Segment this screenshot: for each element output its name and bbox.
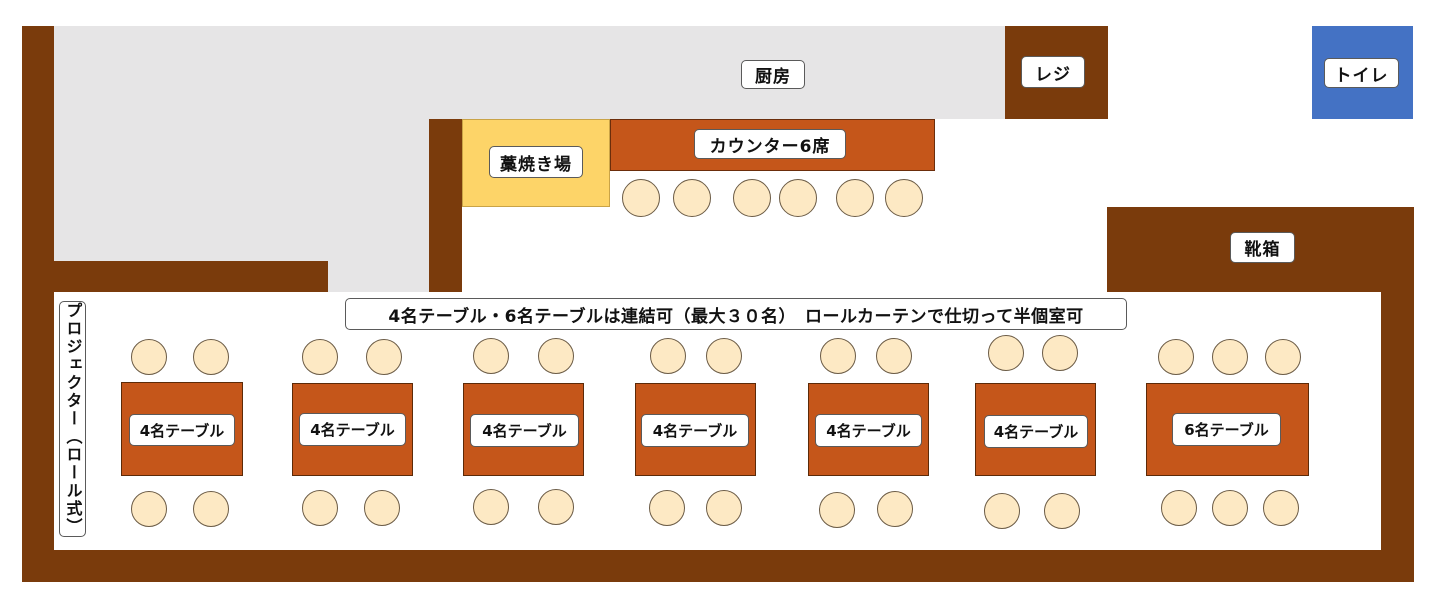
table-label: 4名テーブル — [641, 414, 749, 447]
table-seat — [877, 491, 913, 527]
table-seat — [473, 338, 509, 374]
table-seat — [1044, 493, 1080, 529]
table-seat — [131, 339, 167, 375]
counter-seat — [836, 179, 874, 217]
kitchen-area-corner — [328, 261, 429, 292]
notice-banner: 4名テーブル・6名テーブルは連結可（最大３０名） ロールカーテンで仕切って半個室… — [345, 298, 1127, 330]
table-label: 4名テーブル — [815, 414, 922, 447]
table-seat — [1263, 490, 1299, 526]
table-seat — [988, 335, 1024, 371]
table-seat — [302, 339, 338, 375]
counter-label: カウンター6席 — [694, 129, 846, 159]
table-seat — [1212, 339, 1248, 375]
table-seat — [819, 492, 855, 528]
table-seat — [131, 491, 167, 527]
counter-seat — [622, 179, 660, 217]
counter-seat — [885, 179, 923, 217]
wall-left — [22, 26, 54, 582]
table-seat — [366, 339, 402, 375]
table-seat — [820, 338, 856, 374]
wall-bottom — [22, 550, 1414, 582]
table-seat — [876, 338, 912, 374]
table-label: 4名テーブル — [129, 414, 235, 446]
table-seat — [473, 489, 509, 525]
counter-seat — [673, 179, 711, 217]
wall-kitchen-divider — [429, 119, 462, 292]
grill-label: 藁焼き場 — [489, 146, 583, 178]
register-label: レジ — [1021, 56, 1085, 88]
kitchen-area-left — [54, 119, 429, 261]
table-label: 4名テーブル — [984, 415, 1088, 448]
kitchen-area-top — [54, 26, 1005, 119]
table-seat — [1212, 490, 1248, 526]
wall-left-inner-ledge — [54, 261, 328, 292]
grill-area — [462, 119, 610, 207]
counter-seat — [779, 179, 817, 217]
table-label: 4名テーブル — [299, 413, 406, 446]
table-seat — [538, 489, 574, 525]
table-seat — [364, 490, 400, 526]
table-seat — [193, 339, 229, 375]
kitchen-label: 厨房 — [741, 60, 805, 89]
toilet-label: トイレ — [1324, 58, 1399, 88]
table-seat — [1265, 339, 1301, 375]
counter-seat — [733, 179, 771, 217]
shoebox-label: 靴箱 — [1230, 232, 1295, 263]
table-seat — [984, 493, 1020, 529]
table-label: 4名テーブル — [470, 414, 579, 447]
table-seat — [1042, 335, 1078, 371]
table-seat — [706, 338, 742, 374]
table-seat — [538, 338, 574, 374]
table-seat — [649, 490, 685, 526]
projector-label: プロジェクター（ロール式） — [59, 301, 86, 537]
table-seat — [706, 490, 742, 526]
table-seat — [1161, 490, 1197, 526]
table-seat — [650, 338, 686, 374]
table-seat — [1158, 339, 1194, 375]
table-label: 6名テーブル — [1172, 413, 1281, 446]
table-seat — [193, 491, 229, 527]
table-seat — [302, 490, 338, 526]
